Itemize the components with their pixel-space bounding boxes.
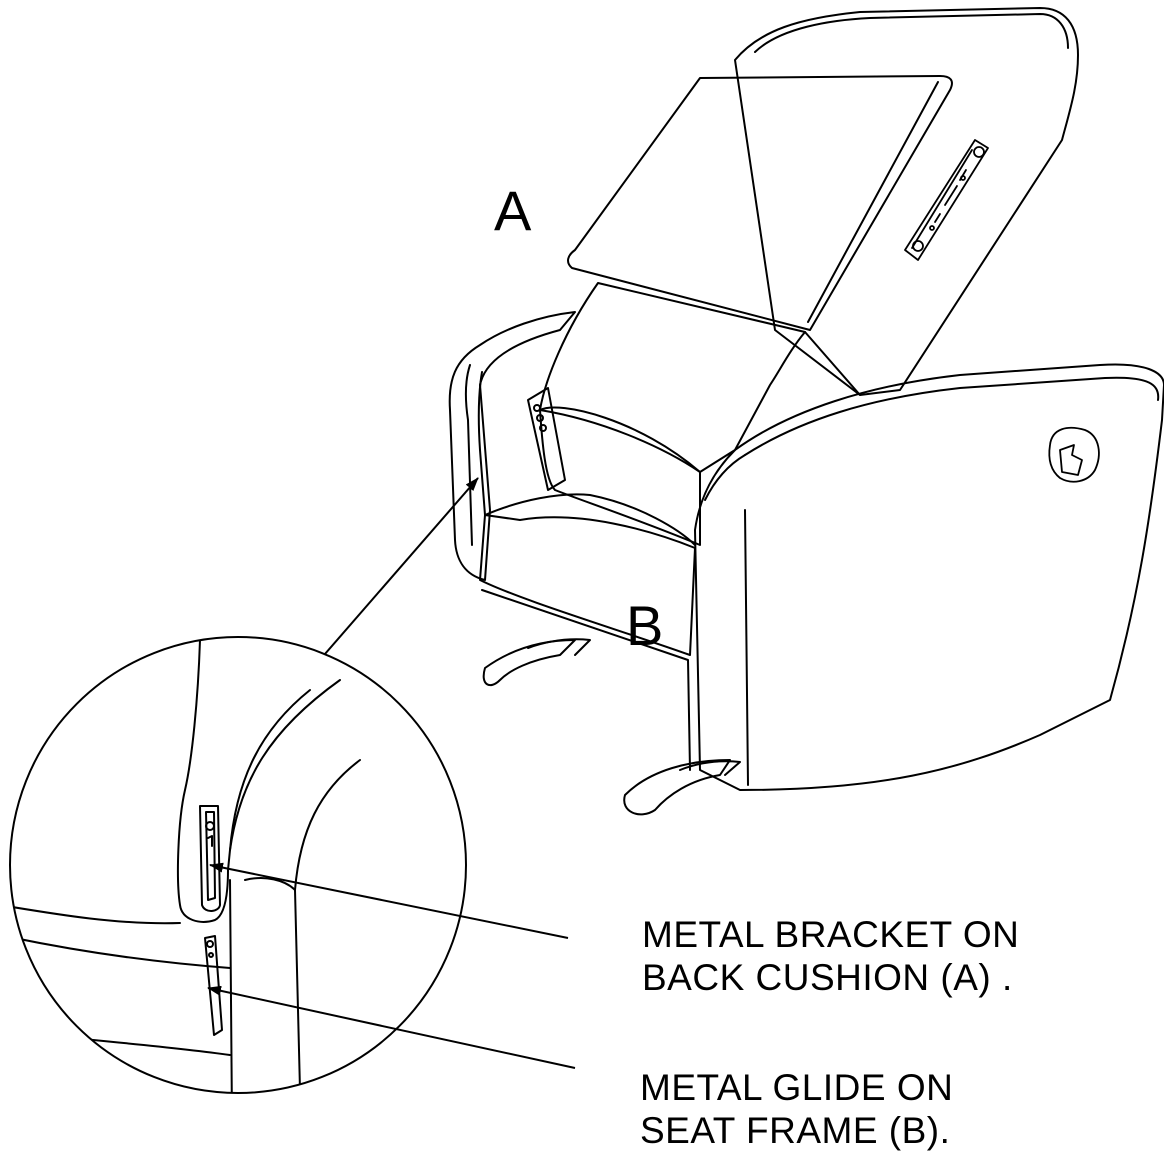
control-panel bbox=[904, 139, 989, 261]
glide-leader-arrow bbox=[207, 985, 576, 1069]
recline-handle bbox=[1048, 426, 1100, 483]
zoom-detail bbox=[9, 636, 467, 1094]
seat-front bbox=[479, 514, 696, 656]
back-cushion bbox=[539, 282, 806, 473]
bracket-leader-arrow bbox=[209, 862, 569, 939]
part-a-label: A bbox=[494, 179, 532, 242]
headrest-pillow bbox=[567, 75, 953, 331]
left-glider-foot bbox=[482, 639, 576, 687]
zoom-circle bbox=[9, 636, 467, 1094]
glide-callout-line2: SEAT FRAME (B). bbox=[640, 1110, 951, 1151]
bracket-callout-line1: METAL BRACKET ON bbox=[642, 914, 1020, 955]
metal-glide-detail bbox=[204, 935, 223, 1036]
glide-callout: METAL GLIDE ON SEAT FRAME (B). bbox=[640, 1066, 953, 1152]
left-arm bbox=[448, 311, 576, 581]
bracket-callout: METAL BRACKET ON BACK CUSHION (A) . bbox=[642, 913, 1019, 999]
bracket-callout-line2: BACK CUSHION (A) . bbox=[642, 957, 1013, 998]
chair-back-shell bbox=[734, 7, 1079, 396]
right-glider-foot bbox=[623, 759, 731, 816]
seat-cushion bbox=[539, 406, 701, 546]
recliner-chair bbox=[448, 7, 1164, 816]
glide-callout-line1: METAL GLIDE ON bbox=[640, 1067, 954, 1108]
metal-bracket-detail bbox=[199, 805, 221, 912]
right-arm bbox=[694, 363, 1164, 791]
part-b-label: B bbox=[626, 594, 664, 657]
